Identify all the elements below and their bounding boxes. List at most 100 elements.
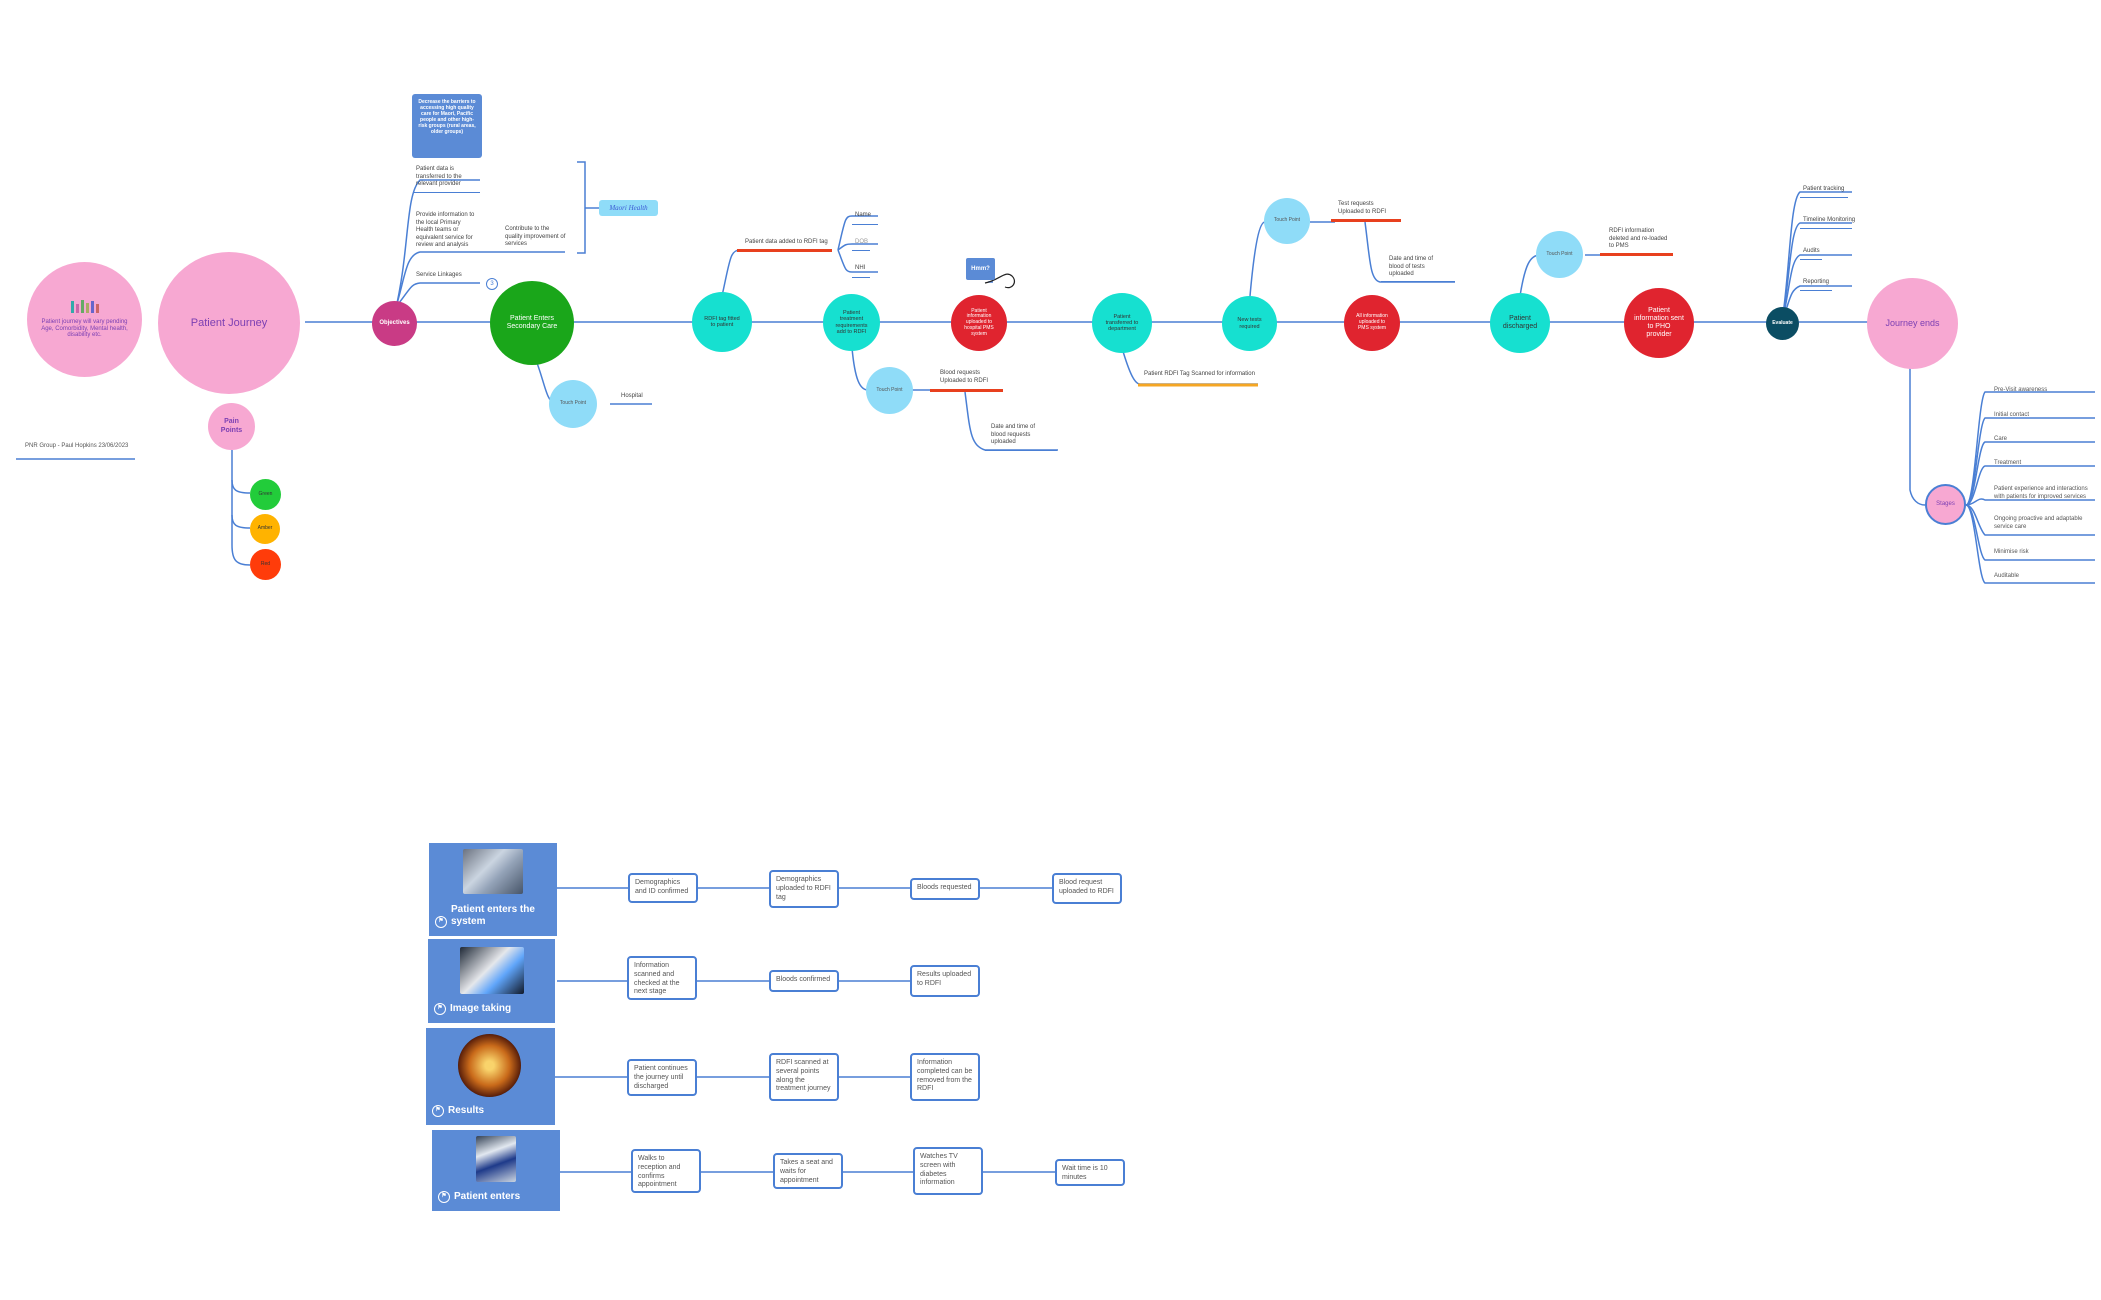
touch-point-treatment[interactable]: Touch Point bbox=[866, 367, 913, 414]
blood-requests-time-label: Date and time of blood requests uploaded bbox=[991, 424, 1036, 445]
blood-requests-time-underline bbox=[985, 450, 1057, 451]
flow2-step-info-scanned[interactable]: Information scanned and checked at the n… bbox=[627, 956, 697, 1000]
maori-health-tag[interactable]: Maori Health bbox=[599, 200, 658, 216]
flow3-step-patient-continues[interactable]: Patient continues the journey until disc… bbox=[627, 1059, 697, 1096]
flow1-step-blood-request-uploaded[interactable]: Blood request uploaded to RDFI bbox=[1052, 873, 1122, 904]
objective-count-badge: 3 bbox=[486, 278, 498, 290]
intro-note: Patient journey will vary pending Age, C… bbox=[41, 318, 128, 339]
journey-ends-node[interactable]: Journey ends bbox=[1867, 278, 1958, 369]
tag-field-name: Name bbox=[855, 212, 872, 218]
flow4-step-watches-tv[interactable]: Watches TV screen with diabetes informat… bbox=[913, 1147, 983, 1195]
tag-field-nhi: NHI bbox=[855, 265, 866, 271]
test-requests-underline bbox=[1331, 219, 1401, 222]
objective-item-primary-health: Provide information to the local Primary… bbox=[416, 212, 475, 248]
flow3-step-info-completed[interactable]: Information completed can be removed fro… bbox=[910, 1053, 980, 1101]
contribute-note: Contribute to the quality improvement of… bbox=[505, 226, 566, 247]
flow1-step-demographics[interactable]: Demographics and ID confirmed bbox=[628, 873, 698, 903]
flow1-step-bloods-requested[interactable]: Bloods requested bbox=[910, 878, 980, 900]
tag-field-name-underline bbox=[852, 224, 878, 225]
flag-icon: ⚑ bbox=[435, 916, 447, 928]
patient-data-added-label: Patient data added to RDFI tag bbox=[745, 239, 828, 245]
touch-point-tests[interactable]: Touch Point bbox=[1264, 198, 1310, 244]
test-requests-label: Test requests Uploaded to RDFI bbox=[1338, 201, 1387, 215]
evaluate-item-tracking: Patient tracking bbox=[1803, 186, 1845, 192]
flow-title: Patient enters bbox=[454, 1191, 521, 1202]
objectives-node[interactable]: Objectives bbox=[372, 301, 417, 346]
patient-transferred-node[interactable]: Patient transferred to department bbox=[1092, 293, 1152, 353]
tag-field-dob: DOB bbox=[855, 239, 869, 245]
intro-bubble: Patient journey will vary pending Age, C… bbox=[27, 262, 142, 377]
patient-data-added-underline bbox=[737, 249, 832, 252]
test-time-underline bbox=[1381, 281, 1455, 282]
objective-item-service-linkages: Service Linkages bbox=[416, 272, 462, 278]
patient-journey-node[interactable]: Patient Journey bbox=[158, 252, 300, 394]
touch-point-discharge[interactable]: Touch Point bbox=[1536, 231, 1583, 278]
stage-item-experience: Patient experience and interactions with… bbox=[1994, 486, 2088, 500]
rdfi-info-deleted-underline bbox=[1600, 253, 1673, 256]
flow2-step-bloods-confirmed[interactable]: Bloods confirmed bbox=[769, 970, 839, 992]
evaluate-node[interactable]: Evaluate bbox=[1766, 307, 1799, 340]
evaluate-item-timeline-underline bbox=[1800, 228, 1852, 229]
evaluate-item-audits: Audits bbox=[1803, 248, 1820, 254]
flow-card-patient-enters[interactable]: ⚑ Patient enters bbox=[432, 1130, 560, 1211]
hmm-sticky-note[interactable]: Hmm? bbox=[966, 258, 995, 280]
flow-title: Results bbox=[448, 1105, 485, 1116]
blood-requests-underline bbox=[930, 389, 1003, 392]
stage-item-initial-contact: Initial contact bbox=[1994, 412, 2030, 418]
test-time-label: Date and time of blood of tests uploaded bbox=[1389, 256, 1434, 277]
people-icon bbox=[70, 299, 99, 313]
flag-icon: ⚑ bbox=[432, 1105, 444, 1117]
flow-title: Image taking bbox=[450, 1003, 512, 1014]
info-sent-pho-node[interactable]: Patient information sent to PHO provider bbox=[1624, 288, 1694, 358]
all-info-uploaded-node[interactable]: All information uploaded to PMS system bbox=[1344, 295, 1400, 351]
evaluate-item-reporting: Reporting bbox=[1803, 279, 1830, 285]
info-uploaded-pms-node[interactable]: Patient information uploaded to hospital… bbox=[951, 295, 1007, 351]
stages-node[interactable]: Stages bbox=[1925, 484, 1966, 525]
objective-item-data-transfer: Patient data is transferred to the relev… bbox=[416, 166, 462, 187]
tag-field-dob-underline bbox=[852, 250, 870, 251]
pain-point-green[interactable]: Green bbox=[250, 479, 281, 510]
flag-icon: ⚑ bbox=[434, 1003, 446, 1015]
stage-item-auditable: Auditable bbox=[1994, 573, 2020, 579]
hospital-label: Hospital bbox=[621, 393, 643, 399]
pain-point-amber[interactable]: Amber bbox=[250, 514, 280, 544]
pain-point-red[interactable]: Red bbox=[250, 549, 281, 580]
photo-retina-icon bbox=[458, 1034, 521, 1097]
touch-point-hospital[interactable]: Touch Point bbox=[549, 380, 597, 428]
flow4-step-takes-seat[interactable]: Takes a seat and waits for appointment bbox=[773, 1153, 843, 1189]
evaluate-item-audits-underline bbox=[1800, 259, 1822, 260]
flow4-step-wait-time[interactable]: Wait time is 10 minutes bbox=[1055, 1159, 1125, 1186]
rdfi-tag-node[interactable]: RDFI tag fitted to patient bbox=[692, 292, 752, 352]
evaluate-item-timeline: Timeline Monitoring bbox=[1803, 217, 1856, 223]
photo-eye-exam-icon bbox=[459, 947, 524, 994]
patient-discharged-node[interactable]: Patient discharged bbox=[1490, 293, 1550, 353]
flag-icon: ⚑ bbox=[438, 1191, 450, 1203]
evaluate-item-tracking-underline bbox=[1800, 197, 1848, 198]
stage-item-pre-visit: Pre-Visit awareness bbox=[1994, 387, 2048, 393]
new-tests-node[interactable]: New tests required bbox=[1222, 296, 1277, 351]
photo-waiting-room-icon bbox=[476, 1136, 516, 1182]
flow4-step-walks-to-reception[interactable]: Walks to reception and confirms appointm… bbox=[631, 1149, 701, 1193]
stage-item-ongoing-care: Ongoing proactive and adaptable service … bbox=[1994, 516, 2083, 530]
photo-reception-icon bbox=[463, 849, 523, 894]
blood-requests-label: Blood requests Uploaded to RDFI bbox=[940, 370, 989, 384]
flow-card-image-taking[interactable]: ⚑ Image taking bbox=[428, 939, 555, 1023]
author-credit: PNR Group - Paul Hopkins 23/06/2023 bbox=[25, 443, 129, 449]
flow-title: Patient enters the system bbox=[451, 904, 535, 927]
rdfi-scanned-label: Patient RDFI Tag Scanned for information bbox=[1144, 371, 1255, 377]
flow1-step-demographics-uploaded[interactable]: Demographics uploaded to RDFI tag bbox=[769, 870, 839, 908]
treatment-requirements-node[interactable]: Patient treatment requirements add to RD… bbox=[823, 294, 880, 351]
tag-field-nhi-underline bbox=[852, 277, 870, 278]
stage-item-treatment: Treatment bbox=[1994, 460, 2022, 466]
flow-card-patient-enters-system[interactable]: ⚑ Patient enters the system bbox=[429, 843, 557, 936]
flow2-step-results-uploaded[interactable]: Results uploaded to RDFI bbox=[910, 965, 980, 997]
rdfi-info-deleted-label: RDFI information deleted and re-loaded t… bbox=[1609, 228, 1668, 249]
flow3-step-rdfi-scanned[interactable]: RDFI scanned at several points along the… bbox=[769, 1053, 839, 1101]
enters-secondary-care-node[interactable]: Patient Enters Secondary Care bbox=[490, 281, 574, 365]
flow-card-results[interactable]: ⚑ Results bbox=[426, 1028, 555, 1125]
pain-points-node[interactable]: Pain Points bbox=[208, 403, 255, 450]
stage-item-care: Care bbox=[1994, 436, 2008, 442]
objective-item-underline bbox=[414, 192, 480, 193]
objective-goal-card[interactable]: Decrease the barriers to accessing high … bbox=[412, 94, 482, 158]
